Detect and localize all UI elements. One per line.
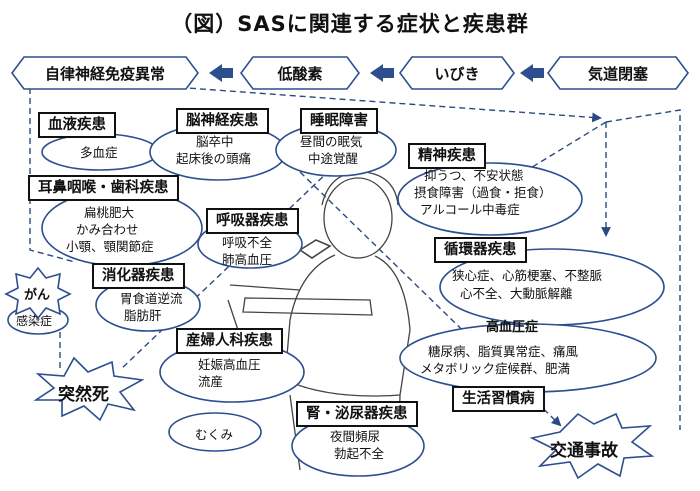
group-lifestyle-title: 生活習慣病 — [452, 386, 545, 412]
group-digest-line-2: 脂肪肝 — [124, 308, 162, 323]
arrow-airway-to-snoring — [520, 64, 544, 82]
group-ent-line-1: 扁桃肥大 — [84, 205, 135, 220]
connector-autonomic-left — [29, 88, 76, 263]
group-circ-line-2: 心不全、大動脈解離 — [460, 286, 573, 301]
group-obgyn-line-1: 妊娠高血圧 — [198, 357, 261, 372]
group-obgyn-title: 産婦人科疾患 — [176, 328, 283, 354]
group-sleep-title: 睡眠障害 — [300, 108, 378, 134]
flow-snoring: いびき — [412, 62, 502, 84]
starburst-cancer — [4, 266, 72, 320]
group-sleep-line-1: 昼間の眠気 — [300, 134, 363, 149]
group-circ-line-1: 狭心症、心筋梗塞、不整脈 — [452, 268, 603, 283]
group-psych-line-2: 摂食障害（過食・拒食） — [414, 185, 552, 200]
group-renal-line-1: 夜間頻尿 — [330, 429, 381, 444]
group-digest-title: 消化器疾患 — [92, 263, 185, 289]
traffic-accident-label: 交通事故 — [550, 441, 618, 461]
flow-autonomic: 自律神経免疫異常 — [24, 62, 186, 84]
page-title: （図）SASに関連する症状と疾患群 — [171, 12, 529, 36]
group-renal-line-2: 勃起不全 — [334, 446, 385, 461]
group-ent-title: 耳鼻咽喉・歯科疾患 — [28, 175, 179, 201]
group-circ-title: 循環器疾患 — [434, 237, 527, 263]
group-resp-line-1: 呼吸不全 — [222, 235, 273, 250]
flow-hypoxia: 低酸素 — [253, 62, 347, 84]
group-resp-title: 呼吸器疾患 — [206, 208, 299, 234]
group-renal-title: 腎・泌尿器疾患 — [296, 401, 418, 427]
lifestyle-line-1: 糖尿病、脂質異常症、痛風 — [428, 344, 579, 359]
edema-label: むくみ — [195, 427, 234, 442]
sudden-death-label: 突然死 — [58, 385, 109, 405]
group-sleep-line-2: 中途覚醒 — [308, 151, 359, 166]
group-brain-title: 脳神経疾患 — [176, 108, 269, 134]
group-digest-line-1: 胃食道逆流 — [120, 291, 183, 306]
cancer-label: がん — [24, 288, 51, 303]
flow-airway: 気道閉塞 — [560, 62, 676, 84]
group-blood-line-1: 多血症 — [80, 145, 118, 160]
group-psych-line-1: 抑うつ、不安状態 — [424, 168, 524, 183]
connector-sudden-death-diagonal — [119, 169, 331, 371]
group-brain-line-2: 起床後の頭痛 — [176, 151, 252, 166]
starburst-sudden-death — [33, 356, 145, 422]
group-psych-line-3: アルコール中毒症 — [420, 202, 520, 217]
connector-autonomic-top — [159, 85, 602, 123]
group-obgyn-line-2: 流産 — [198, 374, 224, 389]
arrow-snoring-to-hypoxia — [370, 64, 394, 82]
group-blood-title: 血液疾患 — [38, 112, 116, 138]
oval-psych — [397, 162, 583, 236]
infection-label: 感染症 — [16, 314, 53, 328]
oval-edema — [168, 412, 262, 452]
lifestyle-hypertension: 高血圧症 — [486, 320, 539, 335]
group-psych-title: 精神疾患 — [408, 143, 486, 169]
arrow-hypoxia-to-autonomic — [209, 64, 233, 82]
lifestyle-line-2: メタボリック症候群、肥満 — [420, 361, 571, 376]
group-ent-line-3: 小顎、顎関節症 — [66, 239, 154, 254]
group-brain-line-1: 脳卒中 — [196, 134, 234, 149]
group-resp-line-2: 肺高血圧 — [222, 252, 273, 267]
group-ent-line-2: かみ合わせ — [76, 222, 139, 237]
flow-arrows — [209, 64, 544, 82]
connector-right-outer — [605, 109, 681, 430]
starburst-traffic — [529, 412, 655, 480]
